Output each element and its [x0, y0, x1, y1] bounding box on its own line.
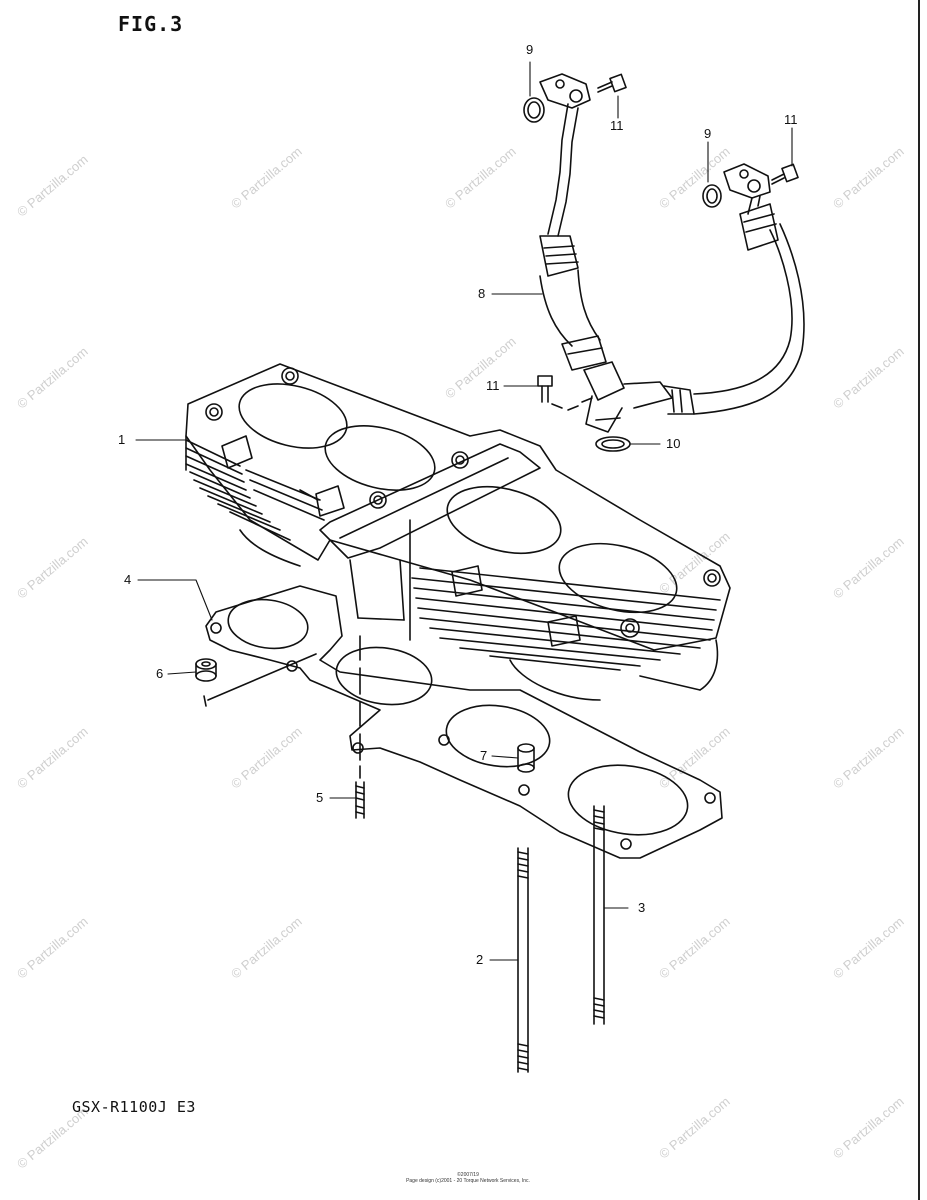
- long-stud: [593, 805, 605, 1025]
- o-ring: [527, 101, 541, 119]
- long-stud: [517, 847, 529, 1073]
- bolt: [771, 163, 799, 185]
- o-ring-large: [595, 436, 631, 452]
- figure-title: FIG.3: [118, 12, 184, 36]
- callout-5: 5: [316, 790, 324, 805]
- callout-10: 10: [666, 436, 681, 451]
- callout-2: 2: [476, 952, 484, 967]
- cylinder-gasket: [205, 585, 723, 859]
- callout-1: 1: [118, 432, 126, 447]
- callout-9: 9: [526, 42, 534, 57]
- bolt: [597, 73, 627, 93]
- seal-nut: [195, 658, 217, 682]
- leader-lines: [135, 61, 793, 961]
- callout-7: 7: [480, 748, 488, 763]
- footer-line-2: Page design (c)2001 - 20 Torque Network …: [406, 1178, 530, 1184]
- footer-credit: ©2007/19 Page design (c)2001 - 20 Torque…: [398, 1172, 538, 1184]
- short-stud: [355, 781, 365, 819]
- oil-hose-assembly: [539, 73, 805, 433]
- callout-3: 3: [638, 900, 646, 915]
- footer-line-1: ©2007/19: [457, 1172, 479, 1178]
- callout-11: 11: [784, 112, 798, 127]
- model-label: GSX-R1100J E3: [72, 1098, 196, 1116]
- page-border: [918, 0, 920, 1200]
- o-ring-large: [601, 439, 625, 449]
- dowel-pin: [517, 743, 535, 773]
- cylinder-block: [185, 363, 731, 701]
- callout-8: 8: [478, 286, 486, 301]
- bolt: [537, 375, 553, 403]
- callout-4: 4: [124, 572, 132, 587]
- callout-11: 11: [610, 118, 624, 133]
- callout-9: 9: [704, 126, 712, 141]
- callout-11: 11: [486, 378, 500, 393]
- o-ring: [702, 184, 722, 208]
- callout-6: 6: [156, 666, 164, 681]
- o-ring: [706, 188, 718, 204]
- o-ring: [523, 97, 545, 123]
